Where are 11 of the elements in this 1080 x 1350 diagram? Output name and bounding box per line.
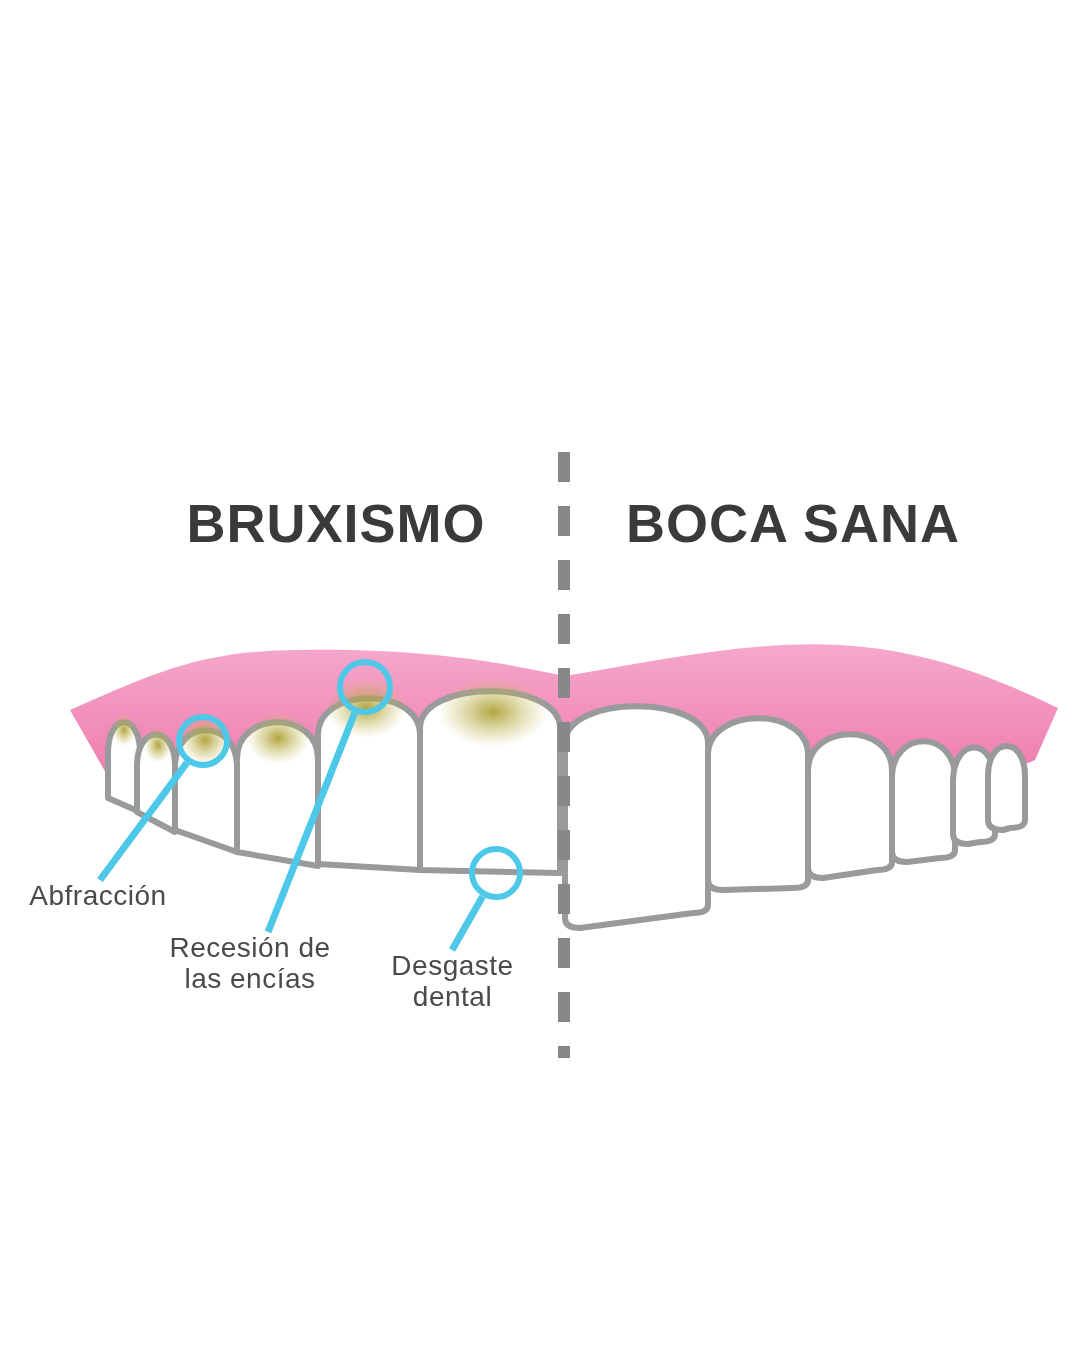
highlight-circle [337,659,393,715]
leader-line [264,711,358,934]
callout-label: Recesión de las encías [168,932,332,994]
section-heading: BOCA SANA [626,492,960,554]
leader-line [97,760,190,883]
callout-label: Abfracción [28,880,168,911]
callout-label: Desgaste dental [390,950,515,1012]
highlight-circle [469,846,523,900]
leader-line [448,894,486,952]
section-heading: BRUXISMO [186,492,486,554]
highlight-circle [176,714,230,768]
